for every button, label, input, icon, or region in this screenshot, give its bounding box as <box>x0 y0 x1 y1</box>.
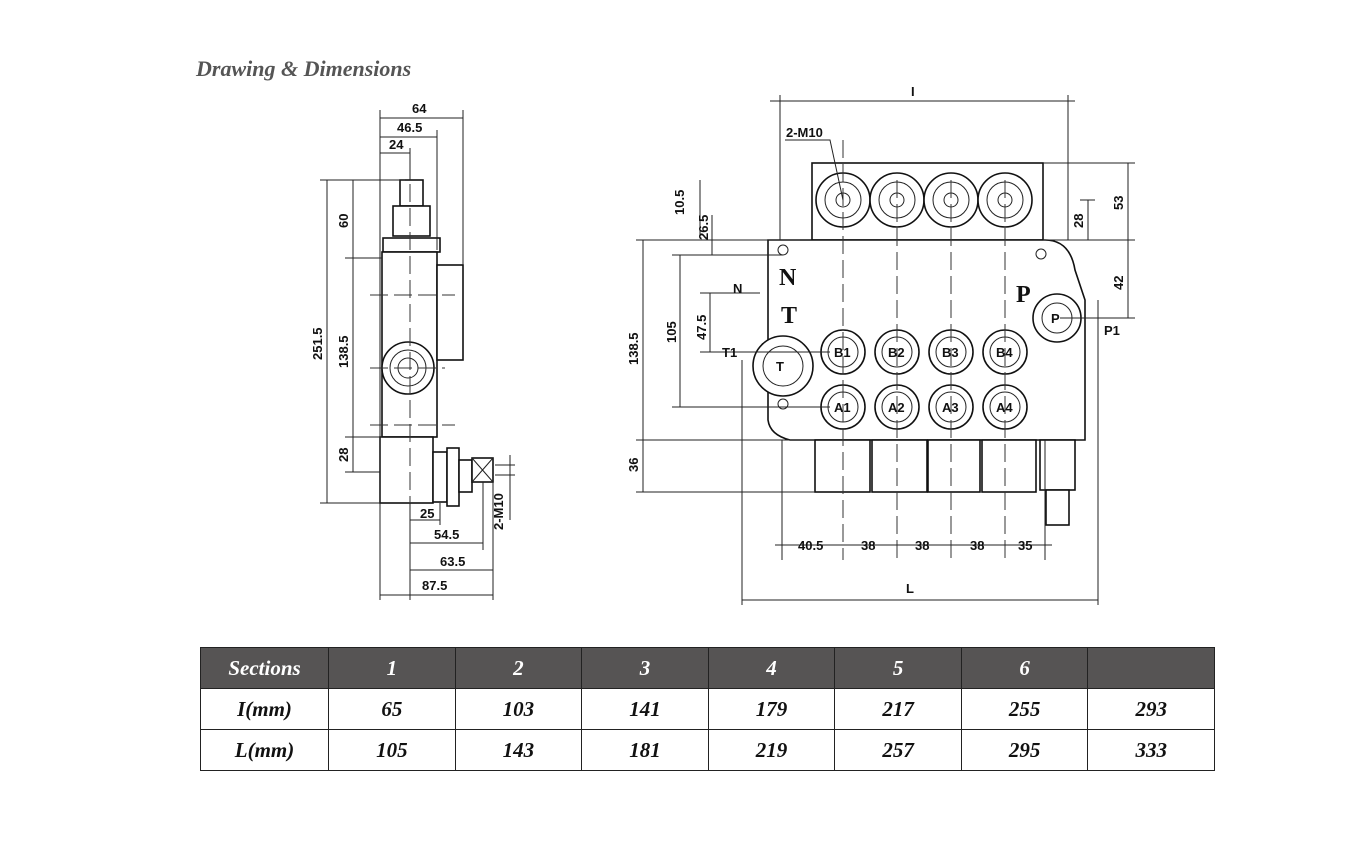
dim-28: 28 <box>336 448 351 462</box>
table-cell: 295 <box>960 729 1089 771</box>
dim-38: 38 <box>861 538 875 553</box>
table-cell: I(mm) <box>199 688 330 730</box>
table-cell: 219 <box>707 729 836 771</box>
spool-cap <box>977 172 1033 228</box>
table-header-cell: 6 <box>960 647 1089 689</box>
table-header-cell: 4 <box>707 647 836 689</box>
port-P-letter: P <box>1016 282 1031 308</box>
dim-40-5: 40.5 <box>798 538 823 553</box>
dim-60: 60 <box>336 214 351 228</box>
table-cell: 103 <box>454 688 583 730</box>
label-T1: T1 <box>722 345 737 360</box>
dim-54-5: 54.5 <box>434 527 459 542</box>
table-header-cell: 3 <box>581 647 709 689</box>
dim-47-5: 47.5 <box>694 315 709 340</box>
port-N-letter: N <box>779 265 797 291</box>
port-label: B3 <box>942 345 959 360</box>
dim-53: 53 <box>1111 196 1126 210</box>
port-T-letter: T <box>781 303 797 329</box>
thread-label: 2-M10 <box>491 493 506 530</box>
dim-28: 28 <box>1071 214 1086 228</box>
table-header-cell <box>1087 647 1215 689</box>
port-label: B1 <box>834 345 851 360</box>
dim-38: 38 <box>915 538 929 553</box>
dim-46-5: 46.5 <box>397 120 422 135</box>
table-cell: 65 <box>328 688 456 730</box>
dim-63-5: 63.5 <box>440 554 465 569</box>
dim-105: 105 <box>664 321 679 343</box>
dim-251-5: 251.5 <box>310 327 325 360</box>
page-title: Drawing & Dimensions <box>196 56 412 81</box>
table-cell: 105 <box>328 729 456 771</box>
thread-label: 2-M10 <box>786 125 823 140</box>
dim-35: 35 <box>1018 538 1032 553</box>
port-label: A2 <box>888 400 905 415</box>
dim-38: 38 <box>970 538 984 553</box>
table-cell: 141 <box>581 688 709 730</box>
table-cell: 293 <box>1087 688 1215 730</box>
port-label: B2 <box>888 345 905 360</box>
port-P-center: P <box>1051 311 1060 326</box>
dim-25: 25 <box>420 506 434 521</box>
dim-64: 64 <box>412 101 427 116</box>
dim-87-5: 87.5 <box>422 578 447 593</box>
dim-10-5: 10.5 <box>672 190 687 215</box>
table-cell: 179 <box>707 688 836 730</box>
dim-138-5: 138.5 <box>336 335 351 368</box>
port-label: A1 <box>834 400 851 415</box>
technical-drawing: 64 46.5 24 251.5 60 138.5 28 25 54.5 63.… <box>310 84 1135 605</box>
table-cell: L(mm) <box>199 729 330 771</box>
table-cell: 333 <box>1087 729 1215 771</box>
dim-24: 24 <box>389 137 404 152</box>
table-header-cell: 5 <box>834 647 962 689</box>
port-label: A3 <box>942 400 959 415</box>
table-cell: 217 <box>834 688 962 730</box>
table-header-cell: 1 <box>328 647 456 689</box>
dim-26-5: 26.5 <box>696 215 711 240</box>
dim-I: I <box>911 84 915 99</box>
dim-42: 42 <box>1111 276 1126 290</box>
label-N: N <box>733 281 742 296</box>
label-P1: P1 <box>1104 323 1120 338</box>
port-T-center: T <box>776 359 784 374</box>
dim-138-5: 138.5 <box>626 332 641 365</box>
table-cell: 143 <box>454 729 583 771</box>
table-cell: 255 <box>960 688 1089 730</box>
table-cell: 257 <box>834 729 962 771</box>
table-cell: 181 <box>581 729 709 771</box>
table-header-cell: Sections <box>199 647 330 689</box>
table-header-cell: 2 <box>454 647 583 689</box>
dim-36: 36 <box>626 458 641 472</box>
side-view: 64 46.5 24 251.5 60 138.5 28 25 54.5 63.… <box>310 101 515 600</box>
dim-L: L <box>906 581 914 596</box>
